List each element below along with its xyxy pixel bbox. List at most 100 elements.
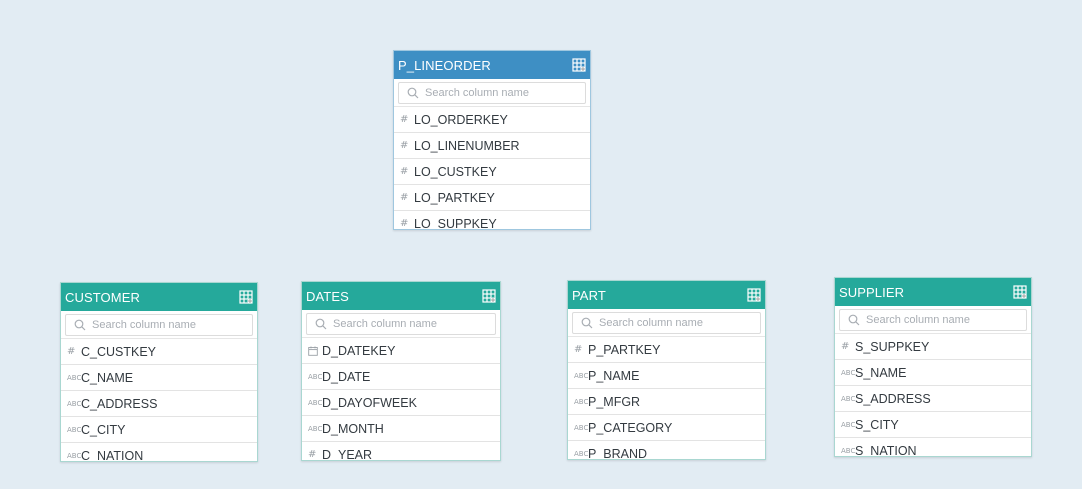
column-name: D_DATEKEY — [322, 343, 396, 358]
column-name: C_NATION — [81, 448, 144, 462]
string-type-icon: ABC — [574, 397, 589, 406]
table-settings-icon[interactable] — [482, 289, 496, 303]
column-name: C_NAME — [81, 370, 134, 385]
search-icon — [581, 317, 599, 329]
column-name: LO_PARTKEY — [414, 190, 495, 205]
column-name: P_NAME — [588, 368, 640, 383]
column-name: S_SUPPKEY — [855, 339, 930, 354]
string-type-icon: ABC — [574, 449, 589, 458]
table-header[interactable]: CUSTOMER — [61, 283, 257, 311]
column-name: C_ADDRESS — [81, 396, 158, 411]
column-row[interactable]: # LO_PARTKEY — [394, 185, 590, 211]
number-type-icon: # — [400, 140, 409, 151]
number-type-icon: # — [574, 344, 583, 355]
column-name: P_CATEGORY — [588, 420, 673, 435]
search-column-input[interactable]: Search column name — [839, 309, 1027, 331]
table-settings-icon[interactable] — [1013, 285, 1027, 299]
search-placeholder: Search column name — [333, 318, 437, 330]
string-type-icon: ABC — [841, 420, 856, 429]
column-row[interactable]: # D_YEAR — [302, 442, 500, 461]
table-settings-icon[interactable] — [572, 58, 586, 72]
column-row[interactable]: # LO_LINENUMBER — [394, 133, 590, 159]
search-placeholder: Search column name — [866, 314, 970, 326]
table-card-p-lineorder[interactable]: P_LINEORDER Search column name # LO_ORDERKE… — [393, 50, 591, 230]
search-icon — [315, 318, 333, 330]
table-settings-icon[interactable] — [239, 290, 253, 304]
column-row[interactable]: # C_CUSTKEY — [61, 339, 257, 365]
column-name: S_CITY — [855, 417, 899, 432]
number-type-icon: # — [308, 449, 317, 460]
search-icon — [74, 319, 92, 331]
column-row[interactable]: # LO_SUPPKEY — [394, 211, 590, 230]
table-header[interactable]: SUPPLIER — [835, 278, 1031, 306]
column-name: P_MFGR — [588, 394, 641, 409]
table-title: SUPPLIER — [839, 284, 905, 300]
number-type-icon: # — [400, 166, 409, 177]
string-type-icon: ABC — [67, 451, 82, 460]
number-type-icon: # — [841, 341, 850, 352]
column-name: S_ADDRESS — [855, 391, 931, 406]
column-row[interactable]: # S_SUPPKEY — [835, 334, 1031, 360]
calendar-type-icon — [308, 346, 320, 356]
column-name: LO_ORDERKEY — [414, 112, 508, 127]
column-row[interactable]: D_DATEKEY — [302, 338, 500, 364]
search-column-input[interactable]: Search column name — [572, 312, 761, 334]
string-type-icon: ABC — [841, 394, 856, 403]
string-type-icon: ABC — [841, 368, 856, 377]
column-name: P_PARTKEY — [588, 342, 661, 357]
column-name: C_CUSTKEY — [81, 344, 157, 359]
table-header[interactable]: PART — [568, 281, 765, 309]
search-icon — [848, 314, 866, 326]
column-row[interactable]: #LO_CUSTKEY — [394, 159, 590, 185]
table-header[interactable]: P_LINEORDER — [394, 51, 590, 79]
string-type-icon: ABC — [574, 371, 589, 380]
column-name: LO_LINENUMBER — [414, 138, 520, 153]
search-column-input[interactable]: Search column name — [398, 82, 586, 104]
column-name: LO_SUPPKEY — [414, 216, 497, 230]
string-type-icon: ABC — [574, 423, 589, 432]
string-type-icon: ABC — [308, 372, 323, 381]
search-column-input[interactable]: Search column name — [65, 314, 253, 336]
number-type-icon: # — [400, 114, 409, 125]
search-placeholder: Search column name — [425, 87, 529, 99]
search-column-input[interactable]: Search column name — [306, 313, 496, 335]
table-title: PART — [572, 287, 606, 303]
table-title: DATES — [306, 288, 349, 304]
search-icon — [407, 87, 425, 99]
string-type-icon: ABC — [308, 398, 323, 407]
table-title: P_LINEORDER — [398, 57, 491, 73]
number-type-icon: # — [400, 218, 409, 229]
column-name: C_CITY — [81, 422, 126, 437]
string-type-icon: ABC — [308, 424, 323, 433]
column-row[interactable]: # LO_ORDERKEY — [394, 107, 590, 133]
column-name: D_YEAR — [322, 447, 373, 461]
column-name: P_BRAND — [588, 446, 648, 460]
table-header[interactable]: DATES — [302, 282, 500, 310]
column-row[interactable]: # P_PARTKEY — [568, 337, 765, 363]
number-type-icon: # — [400, 192, 409, 203]
table-settings-icon[interactable] — [747, 288, 761, 302]
number-type-icon: # — [67, 346, 76, 357]
string-type-icon: ABC — [67, 373, 82, 382]
column-name: D_DAYOFWEEK — [322, 395, 417, 410]
string-type-icon: ABC — [841, 446, 856, 455]
